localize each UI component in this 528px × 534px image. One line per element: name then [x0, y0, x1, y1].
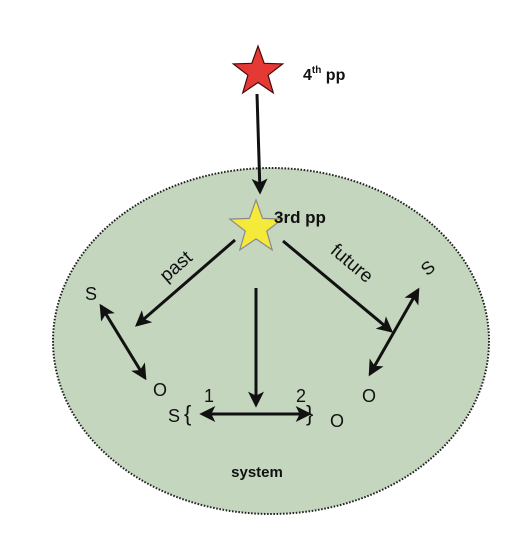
star-icon: [231, 44, 285, 95]
brace-close: }: [306, 401, 313, 426]
left-o-label: O: [153, 380, 167, 400]
fourth-pp-label: 4th pp: [303, 65, 346, 84]
number-2-label: 2: [296, 386, 306, 406]
third-pp-star: [228, 198, 284, 252]
arrow-past: [134, 238, 236, 327]
bottom-right-o-label: O: [330, 411, 344, 431]
star-icon: [228, 198, 284, 252]
brace-open: {: [184, 401, 191, 426]
fourth-pp-star: [231, 44, 285, 95]
bottom-left-s-label: S: [168, 406, 180, 426]
third-pp-label: 3rd pp: [274, 208, 326, 227]
left-s-o-arrow: [99, 303, 147, 381]
system-label: system: [231, 464, 283, 481]
left-s-label: S: [85, 284, 97, 304]
arrow-4th-to-3rd: [251, 93, 268, 195]
number-1-label: 1: [204, 386, 214, 406]
system-ellipse: [52, 167, 490, 515]
right-o-label: O: [362, 386, 376, 406]
right-s-o-arrow: [368, 287, 420, 377]
